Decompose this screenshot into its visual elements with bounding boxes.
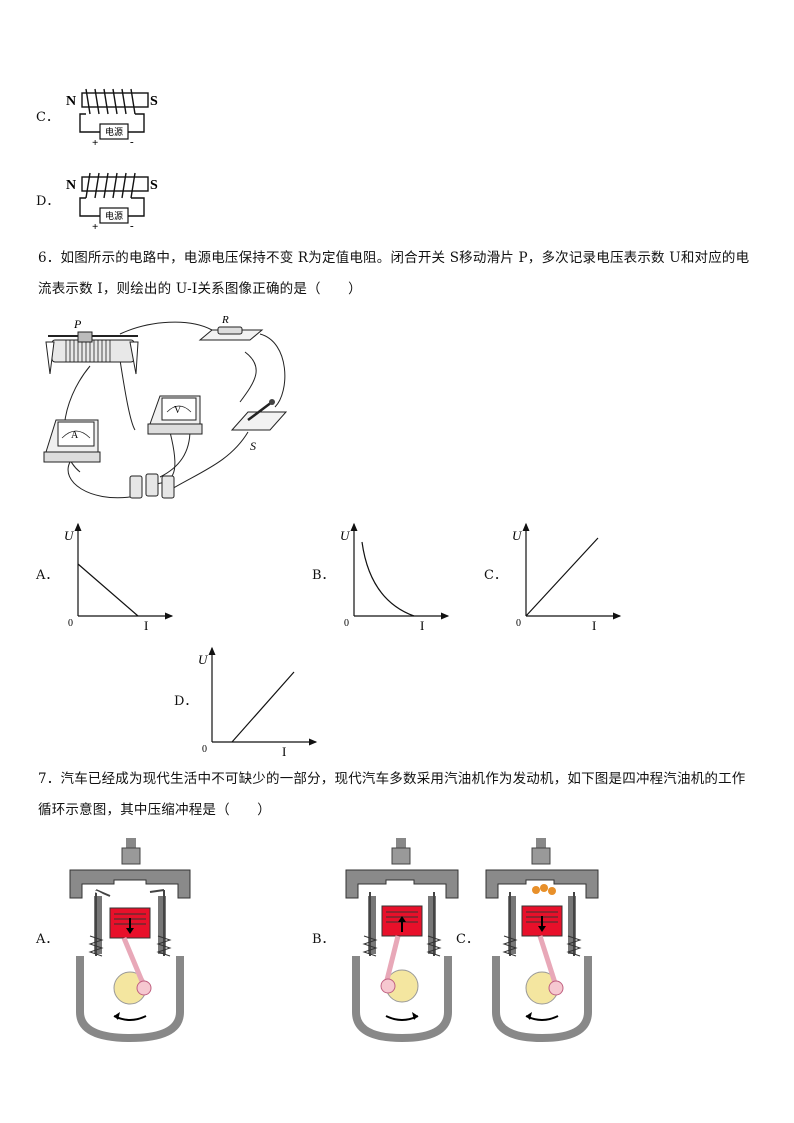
option-letter: C． [484,568,507,583]
solenoid-diagram-c: 电源 + - N S [66,88,158,149]
svg-text:U: U [340,528,351,543]
pole-n: N [66,178,76,193]
solenoid-diagram-d: 电源 + - N S [66,172,158,233]
svg-text:U: U [198,652,209,667]
fixed-resistor: R [198,314,264,341]
power-label: 电源 [105,126,123,137]
ui-graph-c: U I 0 [512,522,622,633]
q7-option-c: C． [456,836,616,1046]
engine-diagram-c [485,838,599,1042]
ui-graph-b: U I 0 [340,522,450,633]
q6-option-a: A． U I 0 [36,518,176,638]
q7-stem-line2: 循环示意图，其中压缩冲程是（ ） [38,802,271,818]
q7-option-a: A． [36,836,196,1046]
rheostat: P [45,317,139,375]
svg-text:I: I [144,618,148,633]
q7-stem-line1: 7．汽车已经成为现代生活中不可缺少的一部分，现代汽车多数采用汽油机作为发动机，如… [38,771,746,787]
svg-text:+: + [92,137,98,149]
option-letter: A． [36,568,59,583]
svg-text:0: 0 [516,618,521,629]
svg-text:+: + [92,221,98,233]
q5-option-d: D． 电源 + - N S [36,168,176,238]
svg-text:I: I [420,618,424,633]
q6-option-d: D． U I 0 [174,640,324,760]
svg-text:U: U [64,528,75,543]
pole-s: S [150,94,158,109]
svg-text:0: 0 [68,618,73,629]
q7-option-b: B． [312,836,472,1046]
q6-option-c: C． U I 0 [484,518,634,638]
pole-s: S [150,178,158,193]
svg-text:U: U [512,528,523,543]
svg-text:-: - [130,136,134,148]
ammeter: A [43,419,101,463]
knife-switch: S [230,399,288,453]
option-letter: D． [174,694,198,709]
svg-text:P: P [73,317,82,331]
spark-burst [532,884,556,895]
svg-text:S: S [250,439,256,453]
voltmeter: V [147,395,203,435]
svg-text:-: - [130,220,134,232]
svg-text:A: A [71,430,79,441]
ui-graph-d: U I 0 [198,646,318,759]
svg-text:0: 0 [202,744,207,755]
option-letter: C． [456,932,479,947]
option-letter: B． [312,932,335,947]
svg-text:I: I [592,618,596,633]
battery-pack [129,473,175,499]
q6-option-b: B． U I 0 [312,518,452,638]
engine-diagram-b [345,838,459,1042]
option-letter: B． [312,568,335,583]
svg-text:0: 0 [344,618,349,629]
engine-diagram-a [69,838,191,1042]
pole-n: N [66,94,76,109]
svg-text:V: V [174,405,182,416]
svg-text:R: R [221,314,229,326]
option-letter: D． [36,194,60,209]
power-label: 电源 [105,210,123,221]
q5-option-c: C． 电源 + - N S [36,84,176,154]
svg-text:I: I [282,744,286,759]
q6-stem-line2: 流表示数 I，则绘出的 U-I关系图像正确的是（ ） [38,281,362,297]
option-letter: C． [36,110,59,125]
q6-stem-line1: 6．如图所示的电路中，电源电压保持不变 R为定值电阻。闭合开关 S移动滑片 P，… [38,250,750,266]
circuit-photo-diagram: P R V A S [43,314,288,499]
ui-graph-a: U I 0 [64,522,174,633]
option-letter: A． [36,932,59,947]
